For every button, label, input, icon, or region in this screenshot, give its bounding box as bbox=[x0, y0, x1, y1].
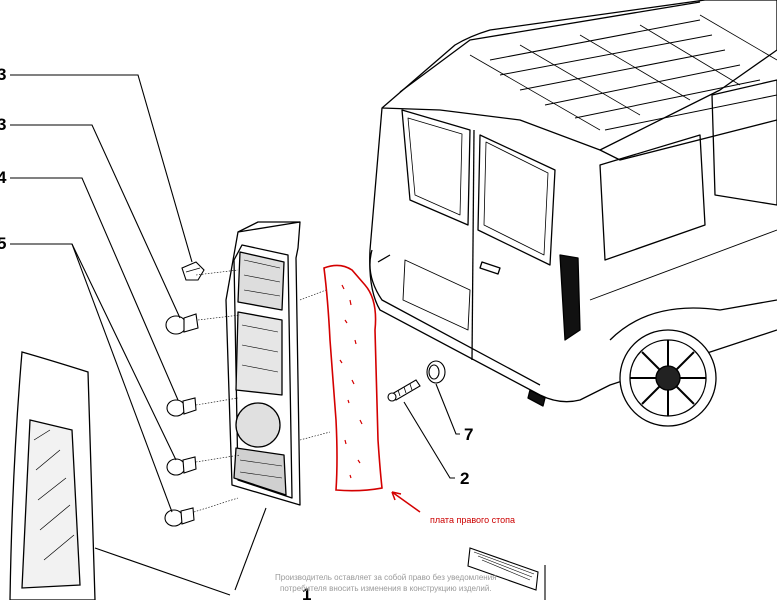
fastener-pin bbox=[387, 379, 421, 402]
side-marker bbox=[467, 547, 539, 591]
bulb-3 bbox=[165, 313, 199, 335]
leader-lines bbox=[10, 74, 546, 600]
nut-7 bbox=[426, 360, 446, 384]
callout-2: 2 bbox=[460, 469, 469, 488]
disclaimer-line-2: потребителя вносить изменения в конструк… bbox=[280, 584, 492, 593]
van-illustration bbox=[369, 0, 777, 427]
callout-3-top: 3 bbox=[0, 65, 6, 84]
callout-4: 4 bbox=[0, 168, 7, 187]
annotation-label: плата правого стопа bbox=[430, 515, 515, 525]
bulb-4 bbox=[166, 397, 197, 417]
gasket-outline-red bbox=[323, 264, 383, 492]
callout-5: 5 bbox=[0, 234, 6, 253]
bulb-small-top bbox=[181, 261, 205, 281]
bulb-5a bbox=[166, 456, 197, 476]
callout-7: 7 bbox=[464, 425, 473, 444]
callout-1: 1 bbox=[302, 585, 311, 600]
annotation-arrow bbox=[391, 491, 421, 513]
tail-lamp-assembly bbox=[225, 221, 301, 506]
glass-panel bbox=[9, 351, 96, 600]
callout-3: 3 bbox=[0, 115, 6, 134]
bulb-5b bbox=[164, 507, 195, 527]
disclaimer-line-1: Производитель оставляет за собой право б… bbox=[275, 573, 497, 582]
